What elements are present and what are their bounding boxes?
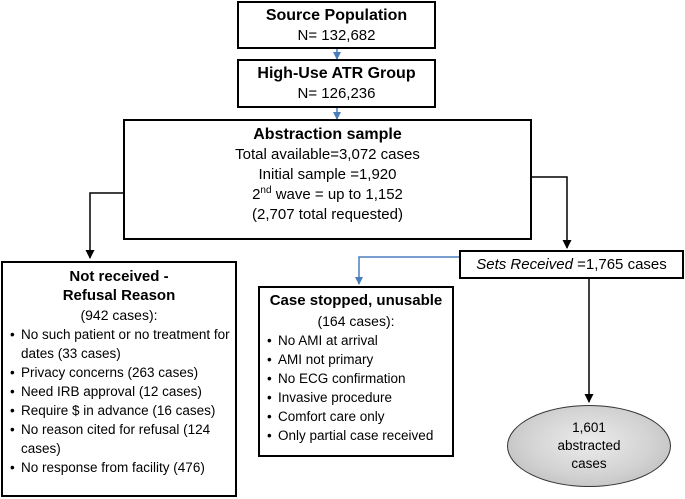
high-use-group-box: High-Use ATR Group N= 126,236 (237, 59, 436, 108)
second-wave: 2nd wave = up to 1,152 (252, 185, 403, 204)
list-item: Invasive procedure (264, 388, 448, 407)
list-item: Need IRB approval (12 cases) (7, 382, 231, 401)
not-received-count: (942 cases): (80, 307, 158, 323)
abstracted-label-cases: cases (571, 456, 607, 471)
high-use-group-title: High-Use ATR Group (257, 65, 416, 82)
list-item: AMI not primary (264, 350, 448, 369)
refusal-reason-list: No such patient or no treatment for date… (7, 325, 231, 477)
list-item: Only partial case received (264, 426, 448, 445)
list-item: No AMI at arrival (264, 331, 448, 350)
source-population-count: N= 132,682 (297, 27, 376, 44)
case-stopped-count: (164 cases): (317, 313, 395, 329)
list-item: Require $ in advance (16 cases) (7, 401, 231, 420)
abstraction-sample-title: Abstraction sample (253, 126, 402, 143)
high-use-group-count: N= 126,236 (297, 85, 376, 102)
total-requested: (2,707 total requested) (252, 206, 403, 223)
abstracted-cases-ellipse: 1,601 abstracted cases (507, 405, 671, 487)
arrow-sets-to-case-stopped (355, 256, 459, 285)
sets-received-count: =1,765 cases (572, 256, 667, 273)
not-received-box: Not received - Refusal Reason (942 cases… (1, 261, 237, 497)
sets-received-box: Sets Received =1,765 cases (459, 250, 684, 279)
case-stopped-title: Case stopped, unusable (269, 292, 443, 309)
list-item: No ECG confirmation (264, 369, 448, 388)
list-item: No response from facility (476) (7, 458, 231, 477)
list-item: No such patient or no treatment for date… (7, 325, 231, 363)
list-item: Privacy concerns (263 cases) (7, 363, 231, 382)
arrow-abstraction-to-sets-received (532, 176, 572, 249)
abstraction-sample-box: Abstraction sample Total available=3,072… (123, 119, 532, 240)
total-available: Total available=3,072 cases (235, 146, 420, 163)
sets-received-label: Sets Received (476, 256, 573, 273)
source-population-box: Source Population N= 132,682 (237, 1, 436, 49)
list-item: Comfort care only (264, 407, 448, 426)
source-population-title: Source Population (265, 7, 408, 24)
list-item: No reason cited for refusal (124 cases) (7, 420, 231, 458)
abstracted-number: 1,601 (572, 420, 606, 435)
not-received-title-1: Not received - (69, 268, 169, 285)
abstracted-label: abstracted (557, 438, 621, 453)
not-received-title-2: Refusal Reason (62, 287, 176, 304)
case-stopped-list: No AMI at arrival AMI not primary No ECG… (264, 331, 448, 445)
case-stopped-box: Case stopped, unusable (164 cases): No A… (258, 286, 454, 457)
initial-sample: Initial sample =1,920 (258, 166, 397, 183)
arrow-abstraction-to-not-received (85, 192, 123, 259)
